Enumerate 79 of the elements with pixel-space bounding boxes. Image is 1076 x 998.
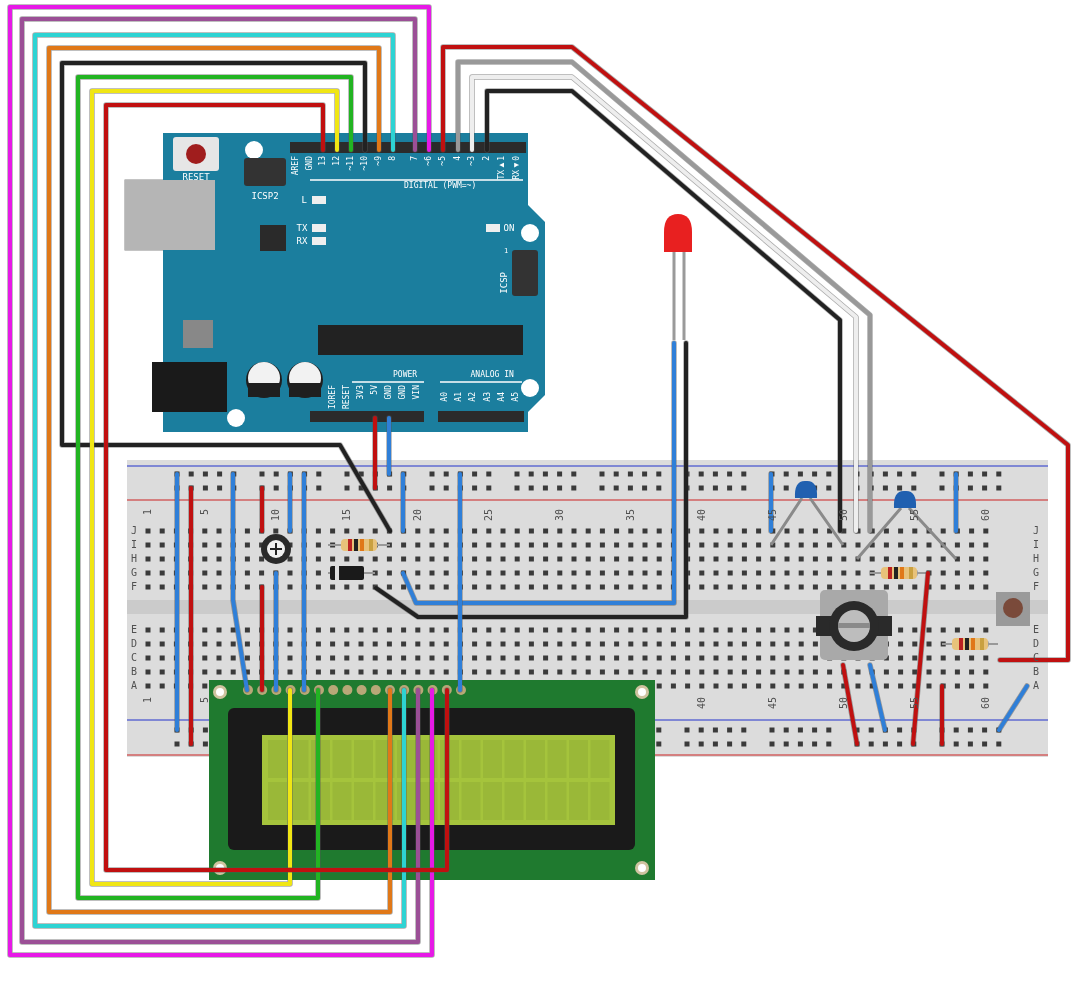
pin-label: ~10 xyxy=(361,156,369,171)
pin-label: A4 xyxy=(498,392,506,402)
pin-label: 2 xyxy=(483,156,491,161)
column-number: 40 xyxy=(696,509,707,522)
pin-label: 8 xyxy=(389,156,397,161)
row-letter: H xyxy=(1033,554,1039,564)
column-number: 20 xyxy=(412,509,423,522)
pin-label: GND xyxy=(385,385,393,400)
row-letter: D xyxy=(1033,639,1039,649)
indicator-label: TX xyxy=(296,223,308,233)
pin-label: AREF xyxy=(292,156,300,176)
row-letter: H xyxy=(131,554,137,564)
column-number: 5 xyxy=(199,509,210,516)
column-number: 15 xyxy=(341,509,352,522)
row-letter: B xyxy=(131,667,137,677)
pin-label: 7 xyxy=(411,156,419,161)
row-letter: I xyxy=(131,540,137,550)
connector-label: ICSP2 xyxy=(251,191,279,201)
pin-label: 13 xyxy=(319,156,327,166)
pin-label: A2 xyxy=(469,392,477,402)
column-number: 25 xyxy=(483,509,494,522)
column-number: 60 xyxy=(980,509,991,522)
pin-label: IOREF xyxy=(329,385,337,410)
header-label: ANALOG IN xyxy=(470,371,514,379)
pin-label: 4 xyxy=(454,156,462,161)
pin-label: TX▶1 xyxy=(498,156,506,180)
pin-label: ~3 xyxy=(468,156,476,166)
row-letter: D xyxy=(131,639,137,649)
column-number: 40 xyxy=(696,697,707,710)
button-label: RESET xyxy=(182,172,210,182)
pin-label: 12 xyxy=(333,156,341,166)
row-letter: C xyxy=(131,653,137,663)
row-letter: G xyxy=(1033,568,1039,578)
indicator-label: RX xyxy=(296,236,308,246)
pin-label: A0 xyxy=(441,392,449,402)
pin-label: RX◀0 xyxy=(513,156,521,180)
column-number: 10 xyxy=(270,509,281,522)
column-number: 55 xyxy=(909,509,920,522)
pin-label: A5 xyxy=(512,392,520,402)
pin-label: A3 xyxy=(484,392,492,402)
pin-label: GND xyxy=(306,156,314,171)
row-letter: G xyxy=(131,568,137,578)
row-letter: F xyxy=(1033,582,1039,592)
pin-label: RESET xyxy=(343,385,351,410)
pin-label: ~9 xyxy=(375,156,383,166)
column-number: 45 xyxy=(767,697,778,710)
header-label: DIGITAL (PWM=~) xyxy=(404,182,477,190)
pin-label: GND xyxy=(399,385,407,400)
indicator-label: ON xyxy=(503,223,515,233)
pin-label: 5V xyxy=(371,385,379,395)
row-letter: C xyxy=(1033,653,1039,663)
column-number: 30 xyxy=(554,509,565,522)
header-label: POWER xyxy=(393,371,418,379)
column-number: 60 xyxy=(980,697,991,710)
row-letter: E xyxy=(1033,625,1039,635)
row-letter: B xyxy=(1033,667,1039,677)
row-letter: I xyxy=(1033,540,1039,550)
connector-label: ICSP xyxy=(499,272,509,294)
row-letter: A xyxy=(131,681,137,691)
column-number: 50 xyxy=(838,697,849,710)
pin-label: 3V3 xyxy=(357,385,365,400)
row-letter: A xyxy=(1033,681,1039,691)
pin-label: ~6 xyxy=(425,156,433,166)
column-number: 1 xyxy=(143,697,153,704)
column-number: 55 xyxy=(909,697,920,710)
pin-label: A1 xyxy=(455,392,463,402)
row-letter: J xyxy=(131,526,137,536)
row-letter: E xyxy=(131,625,137,635)
pin-label: ~11 xyxy=(347,156,355,171)
pin-label: ~5 xyxy=(439,156,447,166)
row-letter: J xyxy=(1033,526,1039,536)
row-letter: F xyxy=(131,582,137,592)
column-number: 45 xyxy=(767,509,778,522)
column-number: 35 xyxy=(625,509,636,522)
pin-label: VIN xyxy=(413,385,421,400)
column-number: 1 xyxy=(143,509,153,516)
column-number: 50 xyxy=(838,509,849,522)
column-number: 5 xyxy=(199,697,210,704)
indicator-label: L xyxy=(301,195,307,205)
